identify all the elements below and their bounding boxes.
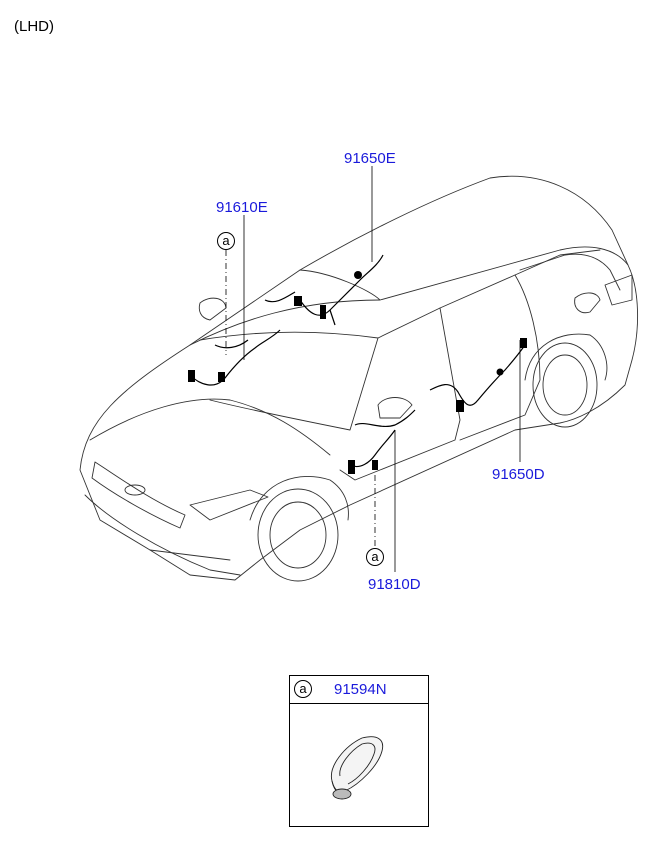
- grommet-illustration: [330, 736, 384, 800]
- front-wheel: [257, 488, 339, 582]
- car-body-outline: [79, 175, 638, 581]
- front-door-harness: [189, 329, 281, 386]
- windshield: [199, 331, 379, 431]
- reference-box-header: a 91594N: [290, 676, 428, 704]
- rear-door-harness: [429, 344, 526, 406]
- roof-harness: [264, 254, 384, 326]
- front-door: [339, 307, 461, 481]
- grille: [91, 461, 186, 529]
- rear-door-harness-connectors: [456, 338, 527, 412]
- rear-door: [439, 274, 541, 441]
- reference-part-number[interactable]: 91594N: [334, 681, 387, 698]
- headlight: [189, 489, 269, 521]
- front-door-harness-connectors: [188, 370, 225, 382]
- callout-roof-harness[interactable]: 91650E: [344, 150, 396, 167]
- callout-front-door-harness[interactable]: 91610E: [216, 199, 268, 216]
- marker-a-top: a: [217, 232, 235, 250]
- callout-rear-door-harness[interactable]: 91650D: [492, 466, 545, 483]
- front-door-harness-2: [349, 409, 416, 468]
- leader-lines: [225, 166, 521, 572]
- emblem: [124, 484, 146, 496]
- hood: [89, 398, 331, 456]
- side-mirror: [377, 397, 413, 419]
- reference-marker: a: [294, 680, 312, 698]
- callout-front-door-harness-2[interactable]: 91810D: [368, 576, 421, 593]
- variant-label: (LHD): [14, 18, 54, 35]
- reference-box: a 91594N: [289, 675, 429, 827]
- rear-wheel: [532, 342, 598, 428]
- front-door-harness-2-connectors: [348, 460, 378, 474]
- roof-line: [189, 246, 629, 346]
- marker-a-bottom: a: [366, 548, 384, 566]
- roof-harness-connectors: [294, 271, 362, 319]
